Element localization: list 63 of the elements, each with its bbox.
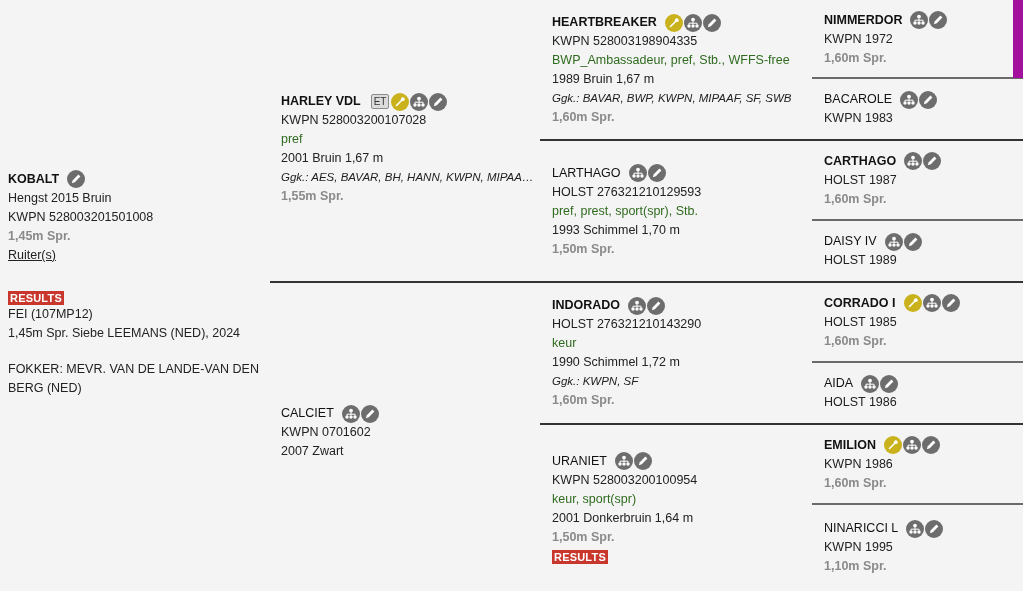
approvals-list: Ggk.: AES, BAVAR, BH, HANN, KWPN, MIPAA… [281,168,534,187]
jumping-level: 1,60m Spr. [552,109,615,126]
horse-name: CARTHAGO [824,152,897,170]
horse-name: NINARICCI L [824,520,899,537]
horse-details: HOLST 276321210129593 [552,183,702,201]
horse-details: 1990 Schimmel 1,72 m [552,354,680,371]
predicate-list: pref, prest, sport(spr), Stb. [552,201,698,221]
horse-details: KWPN 528003200100954 [552,471,698,489]
jumping-level: 1,60m Spr. [824,49,887,67]
horse-details: KWPN 1995 [824,539,893,556]
riders-link: Ruiter(s) [8,246,56,264]
result-text: FEI (107MP12) [8,305,93,323]
jumping-level: 1,60m Spr. [552,392,615,409]
horse-details: HOLST 276321210143290 [552,316,702,333]
horse-details: KWPN 0701602 [281,424,371,441]
horse-name: URANIET [552,452,607,470]
predicate-list: keur [552,334,577,353]
horse-name: DAISY IV [824,233,877,250]
horse-details: Hengst 2015 Bruin [8,189,112,207]
jumping-level: 1,60m Spr. [824,332,887,350]
approvals-list: Ggk.: BAVAR, BWP, KWPN, MIPAAF, SF, SWB [552,89,792,108]
horse-name: NIMMERDOR [824,11,903,29]
horse-details: 2001 Bruin 1,67 m [281,150,384,167]
horse-details: 2007 Zwart [281,443,344,460]
horse-details: HOLST 1986 [824,394,897,411]
predicate-list: pref [281,130,303,149]
horse-name: AIDA [824,375,854,392]
jumping-level: 1,60m Spr. [824,190,887,208]
horse-details: KWPN 1986 [824,455,893,473]
horse-name: INDORADO [552,297,621,314]
horse-details: HOLST 1987 [824,171,897,189]
predicate-list: BWP_Ambassadeur, pref, Stb., WFFS-free [552,51,790,70]
jumping-level: 1,10m Spr. [824,558,887,575]
predicate-list: keur, sport(spr) [552,489,637,509]
horse-name: BACAROLE [824,91,893,108]
horse-details: KWPN 528003201501008 [8,208,154,226]
results-badge: RESULTS [8,290,64,305]
result-text: 1,45m Spr. Siebe LEEMANS (NED), 2024 [8,324,241,342]
horse-name: LARTHAGO [552,164,621,182]
horse-details: KWPN 528003198904335 [552,33,698,50]
horse-name: EMILION [824,436,877,454]
horse-name: HARLEY VDL [281,93,361,110]
jumping-level: 1,50m Spr. [552,240,615,258]
horse-details: KWPN 1983 [824,110,893,127]
horse-name: CALCIET [281,405,334,422]
horse-details: 2001 Donkerbruin 1,64 m [552,509,694,527]
jumping-level: 1,55m Spr. [281,188,344,205]
jumping-level: 1,60m Spr. [824,474,887,492]
et-tag: ET [370,94,390,109]
jumping-level: 1,45m Spr. [8,227,71,245]
horse-details: HOLST 1985 [824,313,897,331]
horse-details: HOLST 1989 [824,252,897,269]
horse-details: 1989 Bruin 1,67 m [552,71,655,88]
breeder-text: FOKKER: MEVR. VAN DE LANDE-VAN DEN BERG (NED) [8,360,260,397]
jumping-level: 1,50m Spr. [552,528,615,546]
horse-name: KOBALT [8,170,60,188]
approvals-list: Ggk.: KWPN, SF [552,372,639,391]
horse-name: CORRADO I [824,294,896,312]
horse-name: HEARTBREAKER [552,14,657,31]
horse-details: 1993 Schimmel 1,70 m [552,221,680,239]
horse-details: KWPN 528003200107028 [281,112,427,129]
horse-details: KWPN 1972 [824,30,893,48]
results-badge: RESULTS [552,549,608,564]
